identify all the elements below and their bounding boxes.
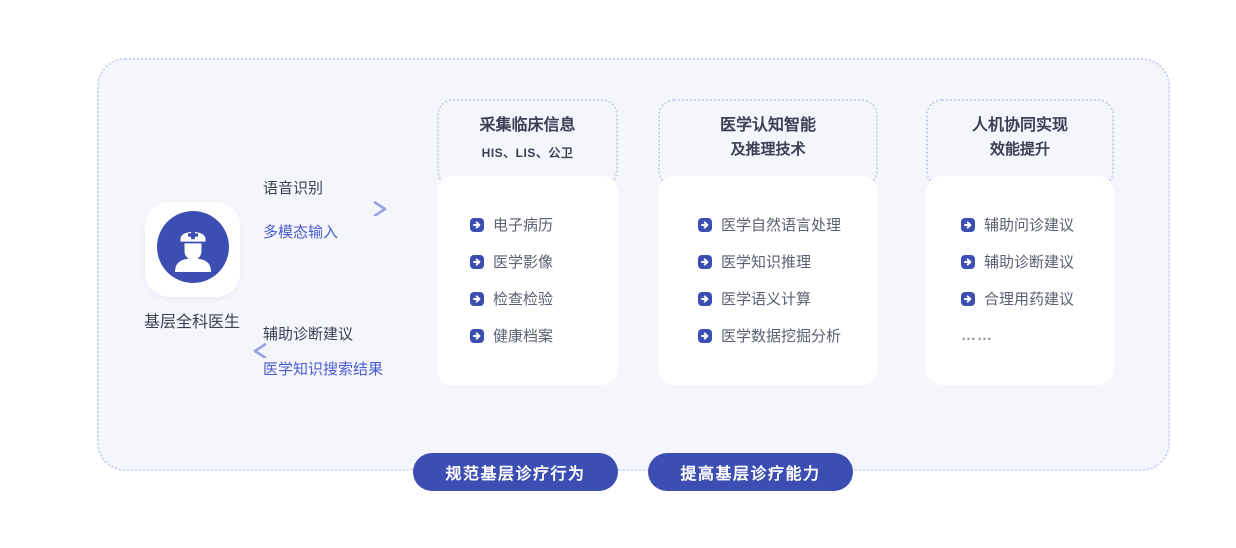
list-item-label: 电子病历 bbox=[493, 217, 554, 234]
enter-arrow-icon bbox=[961, 254, 975, 269]
enter-arrow-icon bbox=[698, 217, 712, 232]
card-2-body: 医学自然语言处理 医学知识推理 医学语义计算 医学数据挖掘分析 bbox=[658, 176, 878, 385]
list-item: 健康档案 bbox=[470, 317, 618, 354]
doctor-avatar bbox=[145, 202, 240, 297]
card-3-subtitle: 效能提升 bbox=[989, 141, 1050, 158]
list-item: 医学知识推理 bbox=[698, 243, 878, 280]
enter-arrow-icon bbox=[698, 254, 712, 269]
list-item: 医学影像 bbox=[470, 243, 618, 280]
list-item-label: 检查检验 bbox=[493, 291, 554, 308]
card-2-title: 医学认知智能 bbox=[719, 117, 816, 134]
card-1-body: 电子病历 医学影像 检查检验 健康档案 bbox=[437, 176, 618, 385]
right-arrow-icon bbox=[258, 198, 390, 221]
list-item-label: 医学影像 bbox=[493, 254, 554, 271]
list-item: 辅助诊断建议 bbox=[961, 243, 1114, 280]
list-item-label: 合理用药建议 bbox=[984, 291, 1075, 308]
list-item: 辅助问诊建议 bbox=[961, 206, 1114, 243]
enter-arrow-icon bbox=[470, 254, 484, 269]
list-item: 合理用药建议 bbox=[961, 280, 1114, 317]
enter-arrow-icon bbox=[698, 328, 712, 343]
enter-arrow-icon bbox=[470, 328, 484, 343]
list-item-label: 辅助问诊建议 bbox=[984, 217, 1075, 234]
card-1-subtitle: HIS、LIS、公卫 bbox=[481, 146, 574, 160]
input-flow-top-label: 语音识别 bbox=[263, 180, 324, 197]
list-item: 电子病历 bbox=[470, 206, 618, 243]
list-item-label: 医学语义计算 bbox=[721, 291, 812, 308]
list-item: 医学自然语言处理 bbox=[698, 206, 878, 243]
input-flow-bottom-label: 多模态输入 bbox=[263, 224, 339, 241]
card-2-subtitle: 及推理技术 bbox=[730, 141, 806, 158]
actor-label: 基层全科医生 bbox=[143, 314, 240, 331]
card-1-title: 采集临床信息 bbox=[479, 117, 576, 134]
enter-arrow-icon bbox=[698, 291, 712, 306]
list-item: 医学语义计算 bbox=[698, 280, 878, 317]
output-flow-bottom-label: 医学知识搜索结果 bbox=[263, 361, 384, 378]
card-2-header: 医学认知智能 及推理技术 bbox=[658, 99, 878, 187]
enter-arrow-icon bbox=[961, 291, 975, 306]
card-3-body: 辅助问诊建议 辅助诊断建议 合理用药建议 …… bbox=[926, 176, 1114, 385]
list-item-label: 健康档案 bbox=[493, 328, 554, 345]
card-3-title: 人机协同实现 bbox=[971, 117, 1068, 134]
enter-arrow-icon bbox=[961, 217, 975, 232]
left-arrow-icon bbox=[250, 340, 418, 363]
pill-improve-capability: 提高基层诊疗能力 bbox=[648, 453, 853, 491]
list-item-label: 医学自然语言处理 bbox=[721, 217, 842, 234]
list-item: 检查检验 bbox=[470, 280, 618, 317]
output-flow-top-label: 辅助诊断建议 bbox=[263, 326, 354, 343]
pill-standardize-care: 规范基层诊疗行为 bbox=[413, 453, 618, 491]
ellipsis-text: …… bbox=[961, 327, 993, 344]
list-item: 医学数据挖掘分析 bbox=[698, 317, 878, 354]
card-1-header: 采集临床信息 HIS、LIS、公卫 bbox=[437, 99, 618, 187]
list-item-label: 辅助诊断建议 bbox=[984, 254, 1075, 271]
enter-arrow-icon bbox=[470, 291, 484, 306]
doctor-avatar-icon bbox=[156, 211, 229, 288]
list-item-label: 医学数据挖掘分析 bbox=[721, 328, 842, 345]
list-item-label: 医学知识推理 bbox=[721, 254, 812, 271]
card-3-header: 人机协同实现 效能提升 bbox=[926, 99, 1114, 187]
enter-arrow-icon bbox=[470, 217, 484, 232]
